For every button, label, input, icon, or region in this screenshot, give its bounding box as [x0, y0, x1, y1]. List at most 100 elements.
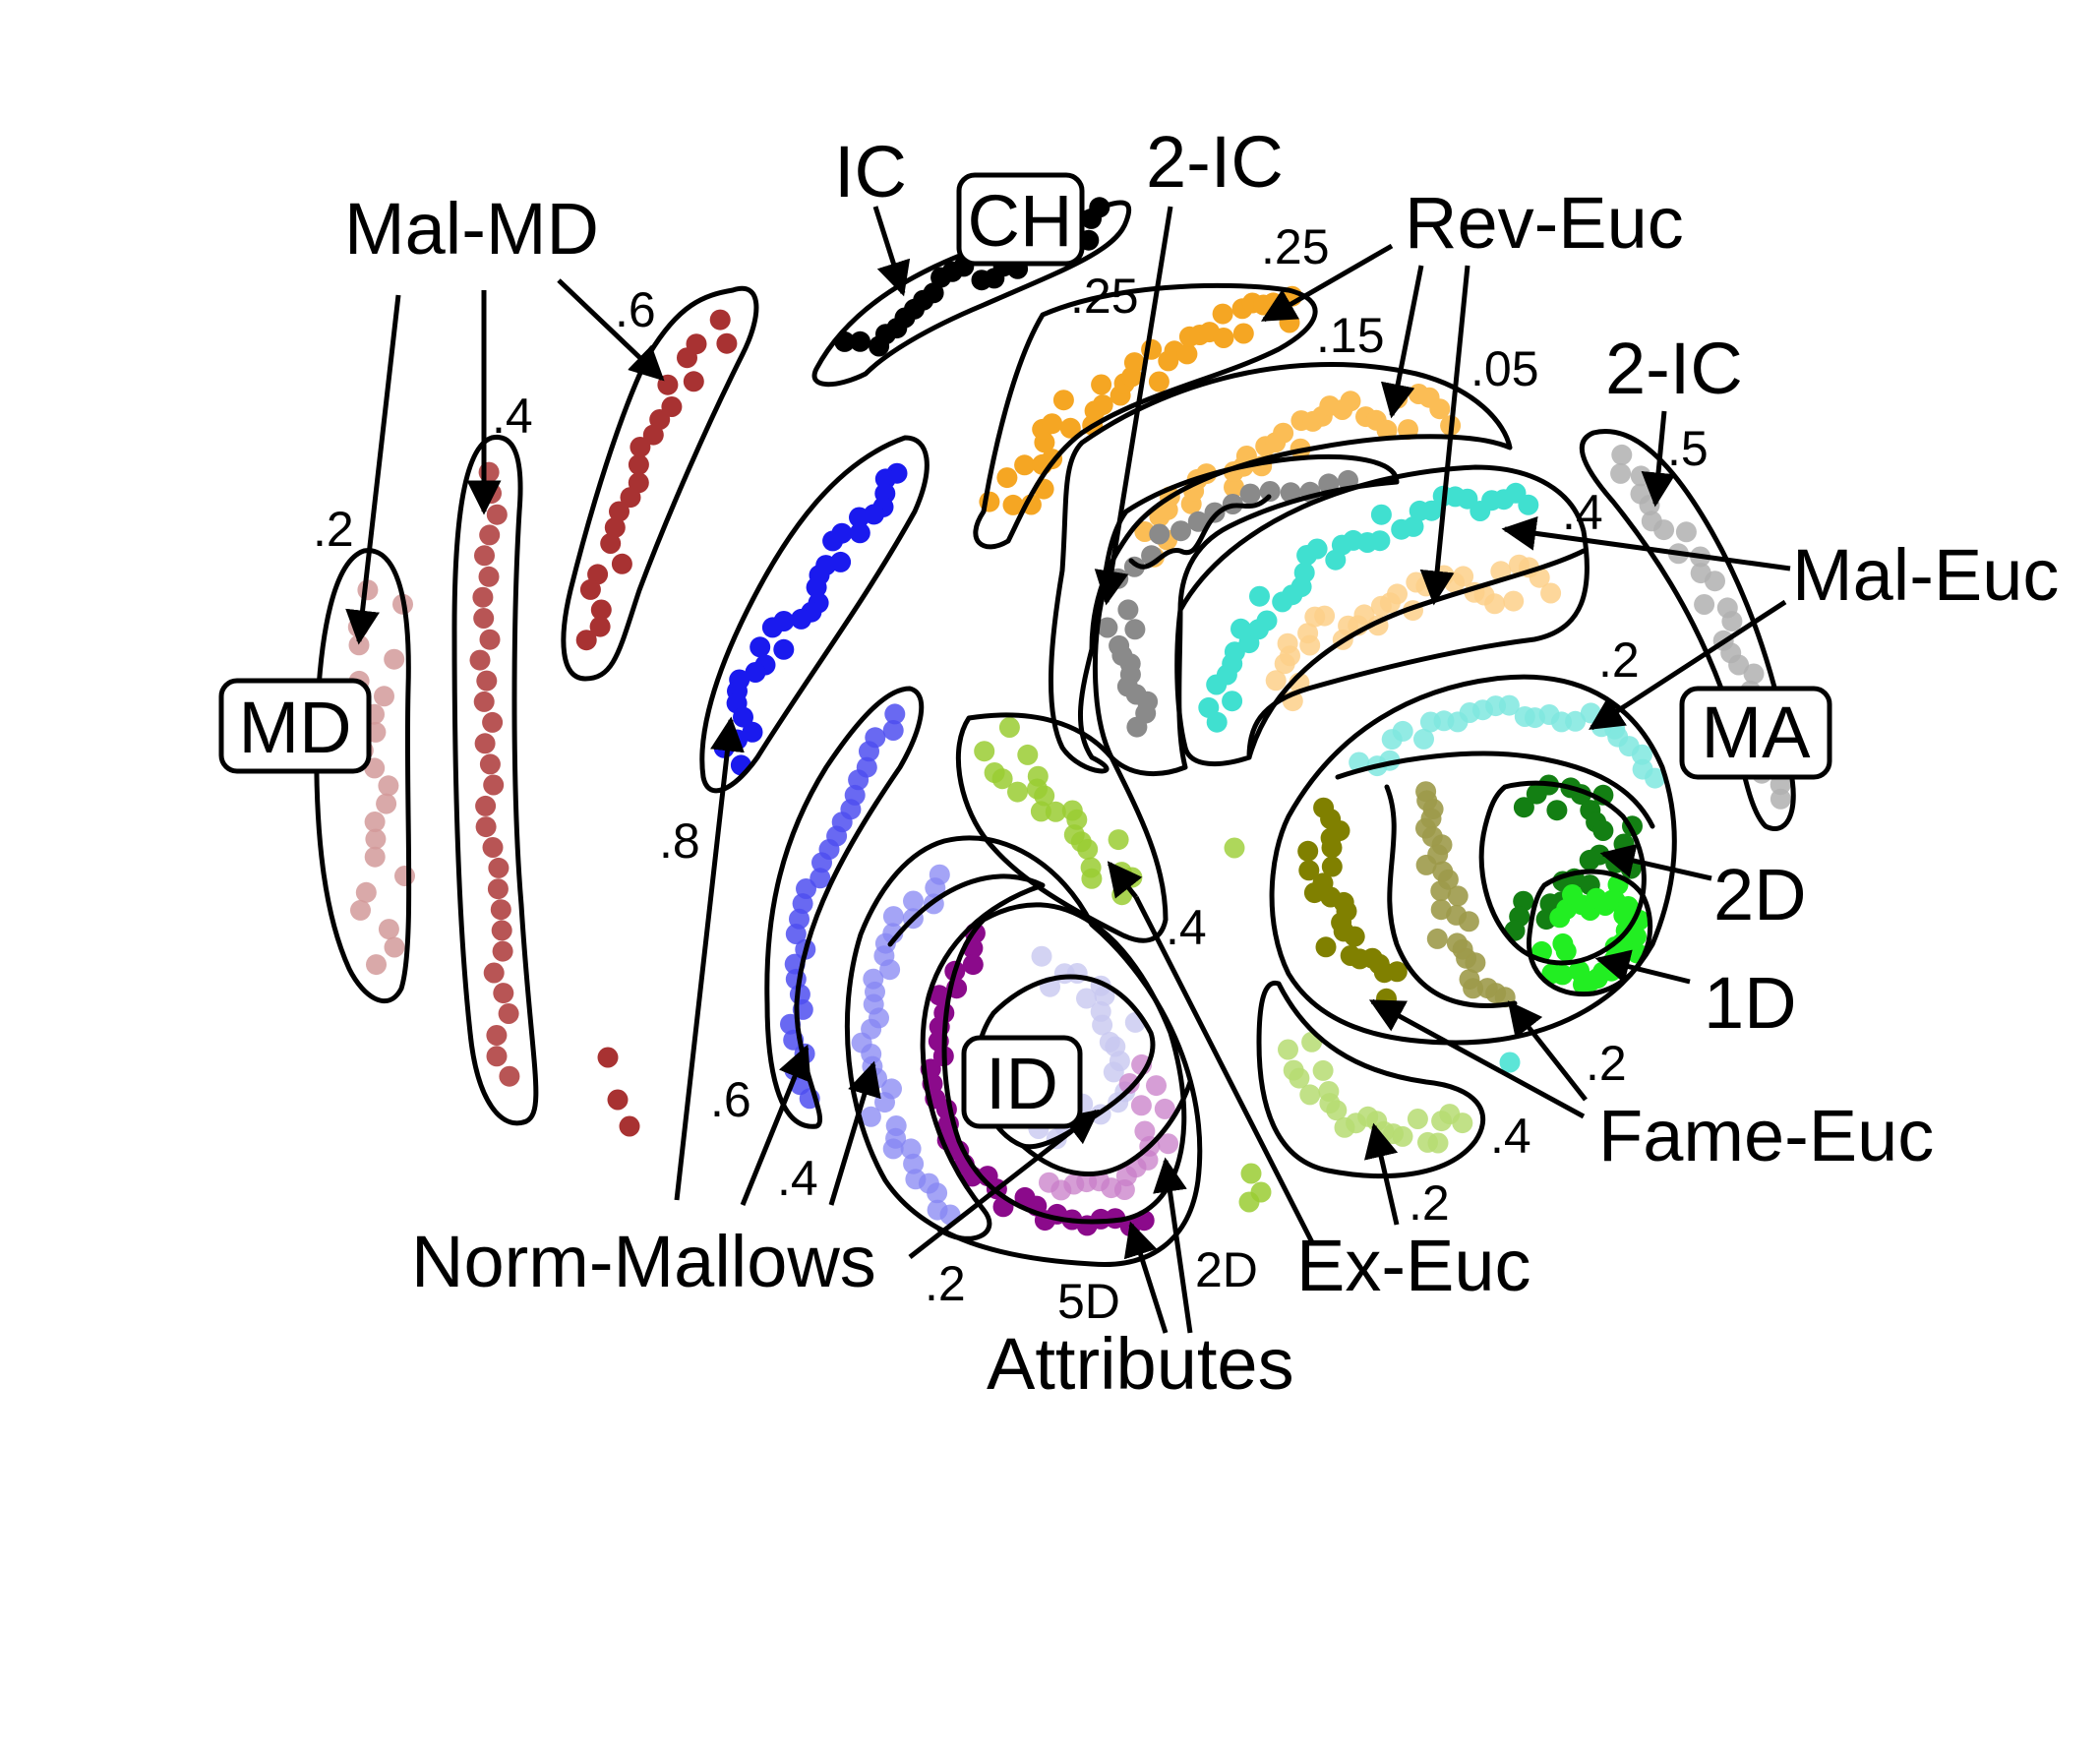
point-md-04: [479, 524, 501, 546]
outline-two-ic-wave: [1128, 494, 1272, 570]
param-ex-02: .2: [1409, 1175, 1450, 1231]
label-mal-md: Mal-MD: [344, 188, 599, 270]
point-md-06: [604, 516, 626, 538]
point-md-02: [365, 828, 387, 850]
point-md-02: [355, 881, 377, 903]
point-ex-02: [1452, 1113, 1473, 1134]
box-md-frame: [218, 678, 372, 774]
point-mal-euc-02: [1413, 728, 1434, 750]
outline-ex-04: [955, 712, 1169, 943]
point-one-d: [1541, 963, 1563, 985]
point-md-04: [491, 920, 512, 941]
point-fame-02: [1426, 928, 1448, 949]
point-ex-02: [1312, 1059, 1334, 1081]
arrow-norm-02: [908, 1109, 1100, 1259]
arrow-mal-euc-04: [1501, 515, 1791, 571]
point-rev-005: [1529, 567, 1550, 588]
point-md-06: [611, 553, 632, 574]
point-rev-015: [1429, 398, 1451, 420]
point-fame-02: [1430, 880, 1452, 902]
box-id: ID: [961, 1035, 1083, 1129]
point-ma: [1694, 594, 1715, 615]
point-rev-025: [1091, 374, 1112, 395]
point-rev-005: [1540, 582, 1562, 604]
point-id: [1099, 1031, 1120, 1052]
point-norm-08: [761, 617, 783, 638]
point-ma: [1630, 465, 1651, 487]
point-norm-06: [811, 852, 832, 873]
point-mal-euc-04: [1230, 618, 1251, 639]
param-rev-005: .05: [1470, 341, 1539, 396]
outline-rev-005: [1246, 548, 1587, 760]
point-rev-015: [1273, 422, 1294, 444]
param-md-04: .4: [492, 389, 533, 444]
box-ch-label: CH: [968, 180, 1073, 262]
point-norm-06: [882, 720, 904, 741]
point-norm-08: [773, 638, 795, 660]
point-ex-04: [1030, 801, 1051, 822]
outline-md-04: [451, 435, 539, 1126]
arrow-ic: [872, 206, 911, 297]
parameter-labels: .2 .4 .6 .25 .25 .15 .05 .5 .4 .2 .8 .6 …: [313, 219, 1709, 1329]
point-mal-euc-04: [1369, 530, 1391, 552]
param-norm-04: .4: [777, 1151, 818, 1206]
outline-ex-02: [1256, 980, 1486, 1179]
point-rev-025: [1042, 413, 1063, 435]
point-md-04: [486, 504, 508, 525]
point-md-06-outlier: [619, 1115, 640, 1137]
label-fame-euc: Fame-Euc: [1598, 1095, 1934, 1176]
point-md-04: [473, 608, 495, 629]
point-two-ic: [1124, 619, 1146, 640]
point-attr-2d: [1146, 1075, 1167, 1097]
param-norm-08: .8: [659, 813, 700, 869]
point-md-06: [677, 347, 697, 369]
point-fame-02: [1465, 952, 1486, 974]
point-mal-euc-04: [1421, 500, 1442, 521]
point-md-02: [384, 648, 405, 670]
point-rev-015: [1224, 476, 1244, 498]
point-md-04: [490, 899, 511, 921]
point-norm-06: [785, 924, 807, 944]
point-id: [1094, 985, 1115, 1006]
point-fame-02: [1447, 885, 1469, 907]
point-two-d: [1579, 849, 1600, 871]
point-md-06: [628, 453, 649, 475]
point-attr-2d: [1039, 1172, 1059, 1193]
point-rev-025: [996, 467, 1018, 489]
point-rev-025: [1232, 323, 1254, 344]
point-norm-06: [792, 893, 813, 915]
point-mal-euc-02: [1645, 767, 1666, 789]
point-two-d: [1592, 820, 1614, 841]
outline-ma: [1579, 429, 1796, 831]
outline-norm-06: [764, 686, 925, 1129]
point-two-ic: [1117, 599, 1139, 621]
point-norm-04: [882, 906, 904, 928]
point-md-04: [474, 733, 496, 754]
point-md-04: [476, 670, 498, 692]
label-two-ic-right: 2-IC: [1605, 328, 1743, 409]
param-attr-2d: 2D: [1195, 1242, 1258, 1297]
point-ex-02: [1326, 1100, 1348, 1121]
arrow-two-ic-right: [1641, 410, 1676, 508]
point-norm-04: [879, 959, 901, 981]
point-md-04: [482, 837, 504, 858]
point-md-06: [716, 332, 738, 354]
param-ex-04-bottom: .4: [1490, 1109, 1531, 1164]
point-ex-04: [1017, 744, 1039, 765]
outline-rev-015: [1048, 362, 1513, 774]
point-ma: [1743, 663, 1765, 685]
point-id: [1076, 988, 1097, 1009]
param-two-ic-05: .5: [1667, 421, 1709, 476]
boxed-labels: MD CH MA ID: [218, 172, 1832, 1129]
point-id: [1103, 1061, 1124, 1083]
point-rev-025: [1052, 390, 1074, 411]
point-md-02: [364, 846, 386, 868]
point-ex-04-outlier: [1240, 1163, 1262, 1184]
point-ex-02: [1392, 1125, 1413, 1147]
point-attr-2d: [1118, 1073, 1140, 1094]
point-md-04: [483, 774, 505, 796]
point-fame: [1303, 882, 1325, 904]
point-rev-025: [1002, 494, 1024, 515]
outline-mal-euc-04: [1174, 464, 1590, 767]
point-norm-04: [927, 1182, 948, 1204]
